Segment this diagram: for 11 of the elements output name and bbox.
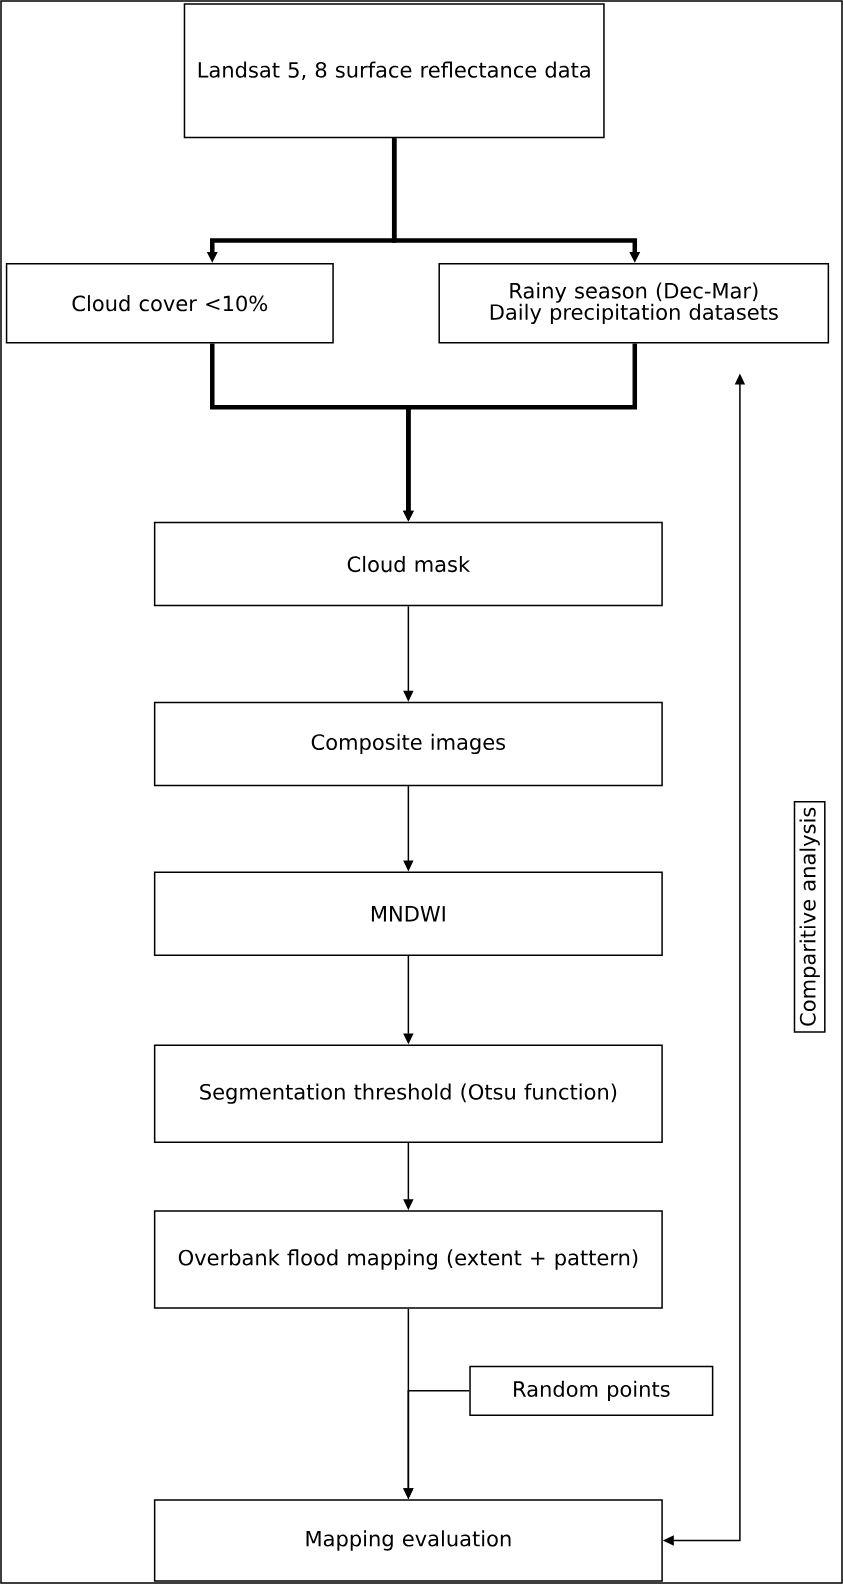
process-box: Cloud cover <10% bbox=[5, 263, 334, 344]
process-box: Overbank flood mapping (extent + pattern) bbox=[153, 1210, 663, 1309]
process-box: Rainy season (Dec-Mar) Daily precipitation datasets bbox=[438, 263, 830, 344]
process-box: Mapping evaluation bbox=[153, 1499, 663, 1582]
process-box: Random points bbox=[469, 1365, 714, 1416]
process-box: MNDWI bbox=[153, 871, 663, 956]
process-box: Composite images bbox=[153, 701, 663, 787]
process-box: Cloud mask bbox=[153, 521, 663, 607]
process-box: Landsat 5, 8 surface reflectance data bbox=[183, 3, 605, 139]
edge-label: Comparitive analysis bbox=[793, 800, 826, 1033]
process-box: Segmentation threshold (Otsu function) bbox=[153, 1044, 663, 1143]
